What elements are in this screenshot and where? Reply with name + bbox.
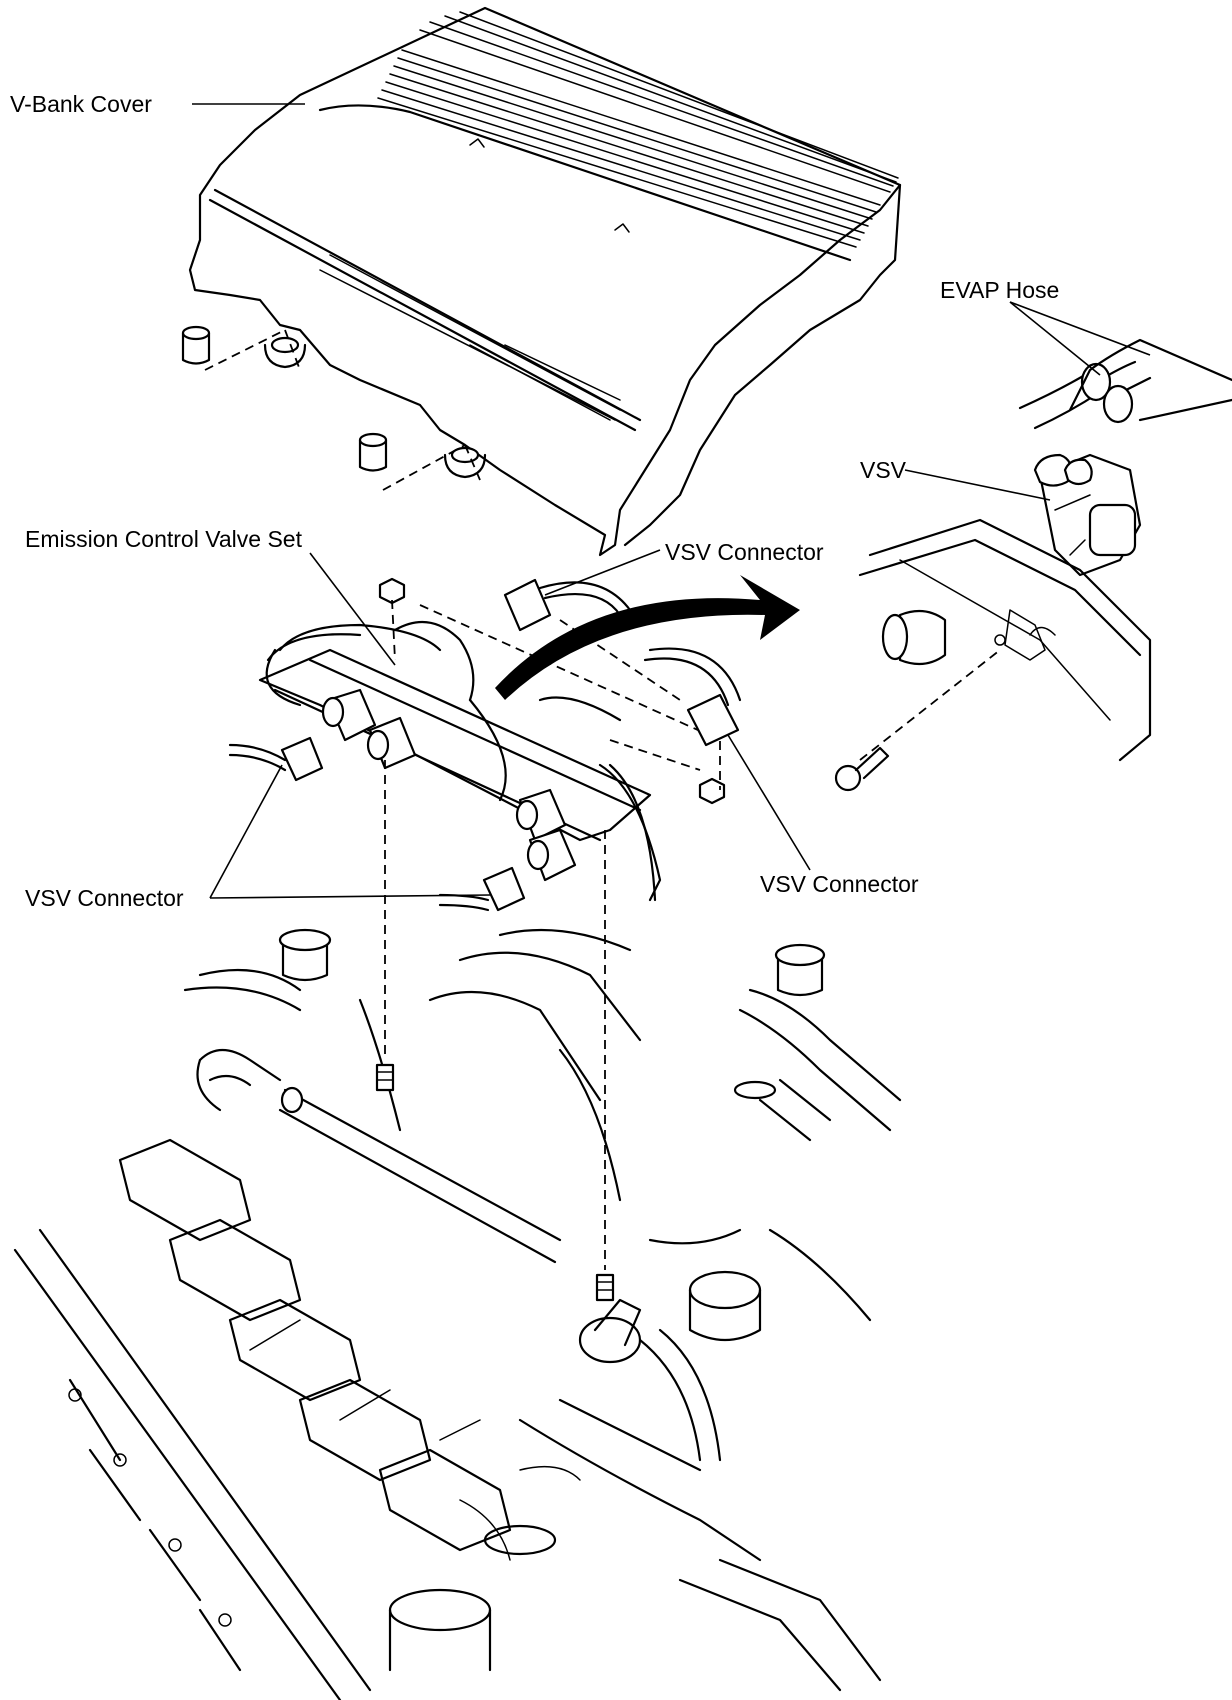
v-bank-cover <box>181 6 902 557</box>
cover-ribs <box>377 11 899 248</box>
label-vsv-connector-top: VSV Connector <box>665 539 824 565</box>
label-emission-control-valve-set: Emission Control Valve Set <box>25 526 303 552</box>
vsv-mounting-area <box>834 518 1152 792</box>
label-v-bank-cover: V-Bank Cover <box>10 91 152 117</box>
evap-hose <box>1018 338 1232 430</box>
vsv-connector-bottom-part <box>438 866 526 912</box>
bolt <box>834 746 890 792</box>
radiator-cap-right <box>774 943 826 997</box>
radiator-cap-left <box>278 928 332 982</box>
grommet <box>181 325 211 365</box>
label-vsv-connector-right: VSV Connector <box>760 871 919 897</box>
stud <box>595 1273 615 1302</box>
vsv-connector-right-part <box>643 647 742 747</box>
vacuum-canister <box>688 1270 762 1341</box>
label-vsv: VSV <box>860 457 907 483</box>
valve <box>366 716 417 770</box>
pressure-regulator <box>578 1298 642 1364</box>
label-vsv-connector-left: VSV Connector <box>25 885 184 911</box>
label-evap-hose: EVAP Hose <box>940 277 1059 303</box>
vsv-valve <box>1033 453 1142 577</box>
labels: V-Bank Cover EVAP Hose VSV Emission Cont… <box>10 91 1059 911</box>
emission-control-valve-set <box>258 575 800 902</box>
vsv-connector-top-part <box>503 578 632 632</box>
valve <box>515 788 567 842</box>
stud <box>375 1063 395 1092</box>
leader-lines <box>192 103 1151 899</box>
valve <box>321 688 377 742</box>
engine-block <box>13 928 902 1700</box>
valve <box>526 828 577 882</box>
nut <box>698 777 726 805</box>
nut <box>378 577 406 605</box>
grommet <box>358 432 388 472</box>
vsv-connector-left-part <box>228 736 324 782</box>
